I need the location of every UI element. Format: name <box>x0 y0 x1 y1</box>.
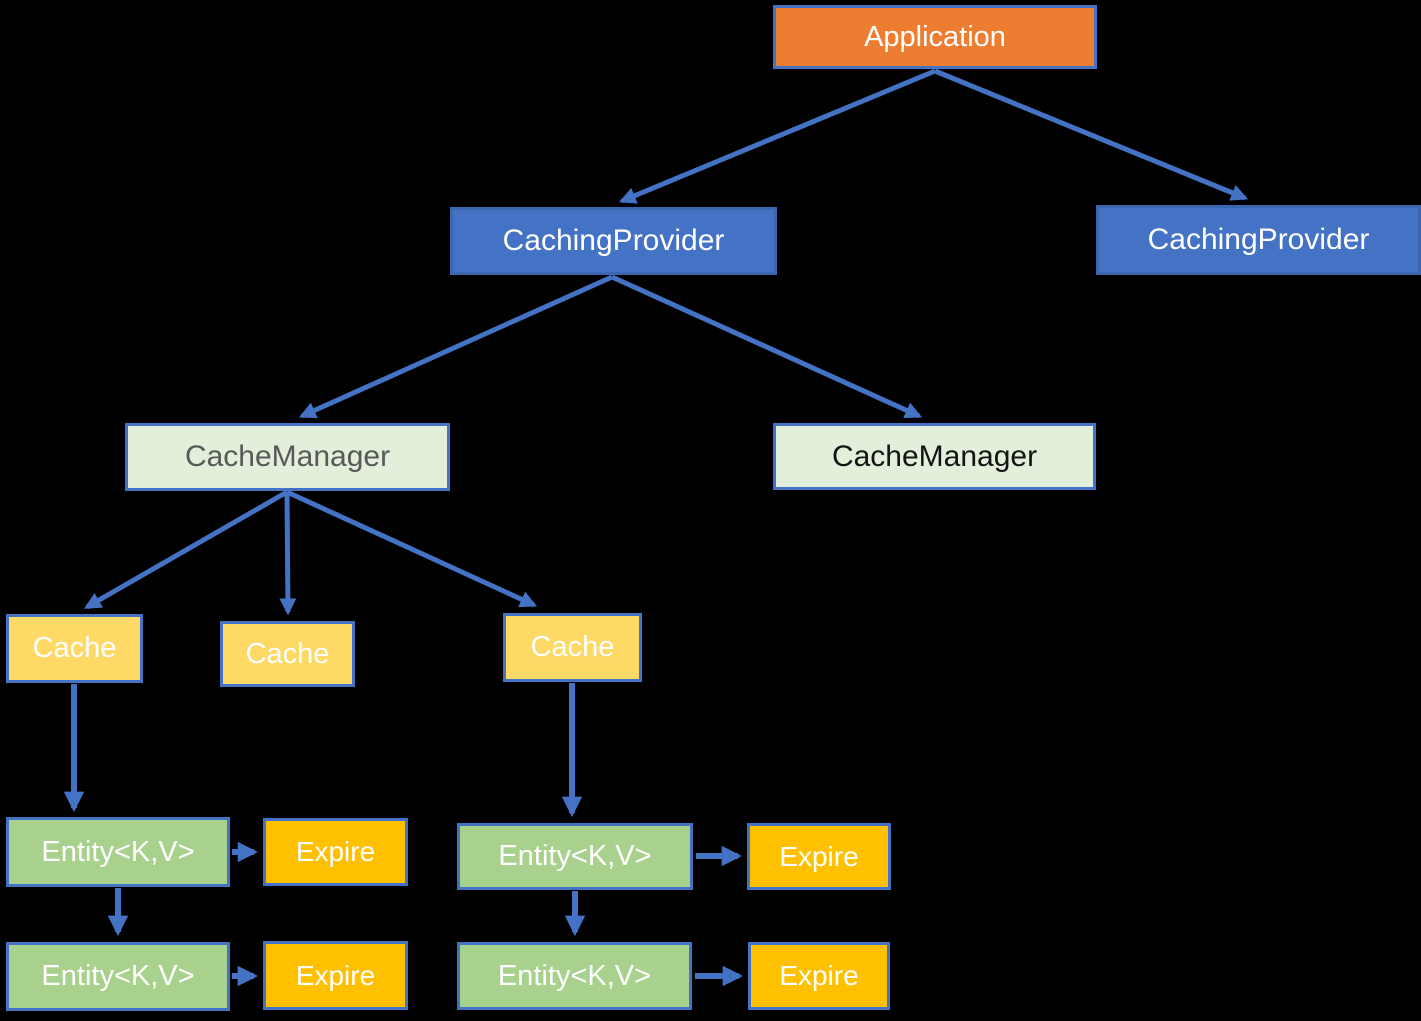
cache-2-node: Cache <box>220 621 355 687</box>
expire-left-top-node: Expire <box>263 818 408 886</box>
arrow-cachemanager-to-cache-3 <box>285 489 538 608</box>
cache-manager-right-node: CacheManager <box>773 423 1096 490</box>
arrow-application-to-cachingprovider-left <box>618 68 936 204</box>
expire-mid-bottom-node: Expire <box>748 942 890 1010</box>
caching-provider-right-node: CachingProvider <box>1096 205 1421 275</box>
entity-mid-top-node: Entity<K,V> <box>457 823 693 890</box>
entity-left-top-node: Entity<K,V> <box>6 817 230 887</box>
cache-1-node: Cache <box>6 614 143 683</box>
caching-provider-left-node: CachingProvider <box>450 207 777 275</box>
arrow-application-to-cachingprovider-right <box>934 68 1249 201</box>
arrow-cachemanager-to-cache-2 <box>279 491 297 616</box>
arrow-cachingprovider-to-cachemanager-right <box>610 274 923 419</box>
arrow-cachemanager-to-cache-1 <box>84 489 289 610</box>
arrow-cachingprovider-to-cachemanager-left <box>298 274 614 419</box>
entity-mid-bottom-node: Entity<K,V> <box>457 942 692 1010</box>
application-node: Application <box>773 5 1097 69</box>
entity-left-bottom-node: Entity<K,V> <box>6 942 230 1011</box>
cache-manager-left-node: CacheManager <box>125 423 450 491</box>
cache-3-node: Cache <box>503 613 642 682</box>
expire-left-bottom-node: Expire <box>263 941 408 1010</box>
expire-mid-top-node: Expire <box>747 823 891 890</box>
